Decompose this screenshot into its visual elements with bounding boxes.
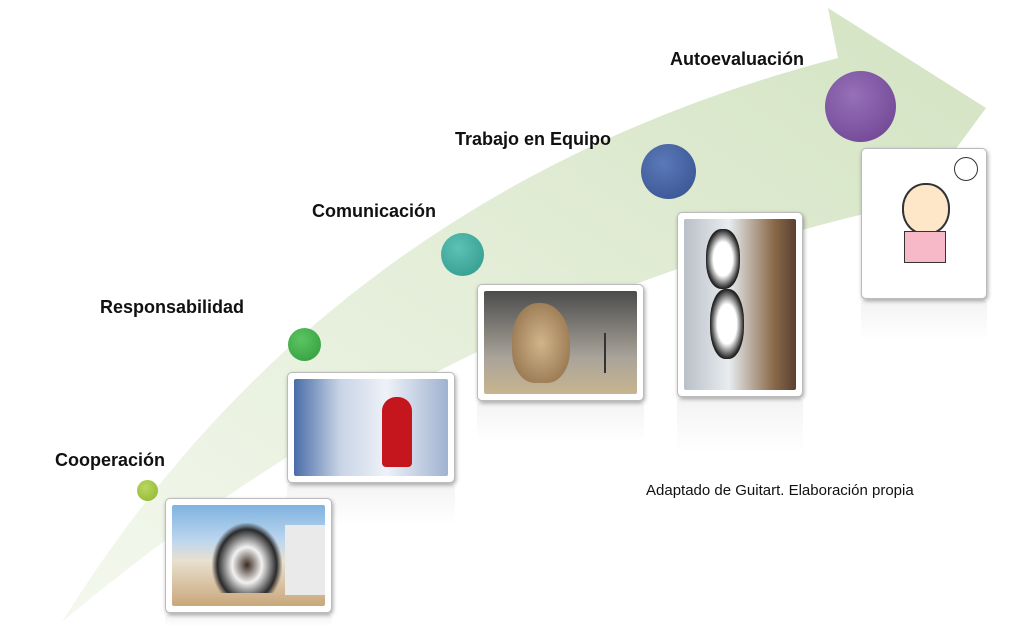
step-dot-1 — [137, 480, 158, 501]
responsibility-photo — [287, 372, 455, 483]
step-dot-4 — [641, 144, 696, 199]
cooperation-photo — [165, 498, 332, 613]
self-assessment-photo — [861, 148, 987, 299]
step-label-comunicacion: Comunicación — [312, 201, 437, 221]
photo-reflection — [477, 402, 644, 442]
step-label-trabajo-en-equipo: Trabajo en Equipo — [455, 129, 612, 149]
step-label-autoevaluacion: Autoevaluación — [670, 49, 805, 69]
step-dot-2 — [288, 328, 321, 361]
step-label-responsabilidad: Responsabilidad — [100, 297, 245, 317]
step-dot-3 — [441, 233, 484, 276]
photo-reflection — [165, 614, 332, 627]
communication-photo — [477, 284, 644, 401]
step-dot-5 — [825, 71, 896, 142]
photo-reflection — [677, 398, 803, 453]
teamwork-photo — [677, 212, 803, 397]
photo-reflection — [861, 300, 987, 340]
step-label-cooperacion: Cooperación — [55, 450, 166, 470]
source-caption: Adaptado de Guitart. Elaboración propia — [646, 482, 914, 499]
